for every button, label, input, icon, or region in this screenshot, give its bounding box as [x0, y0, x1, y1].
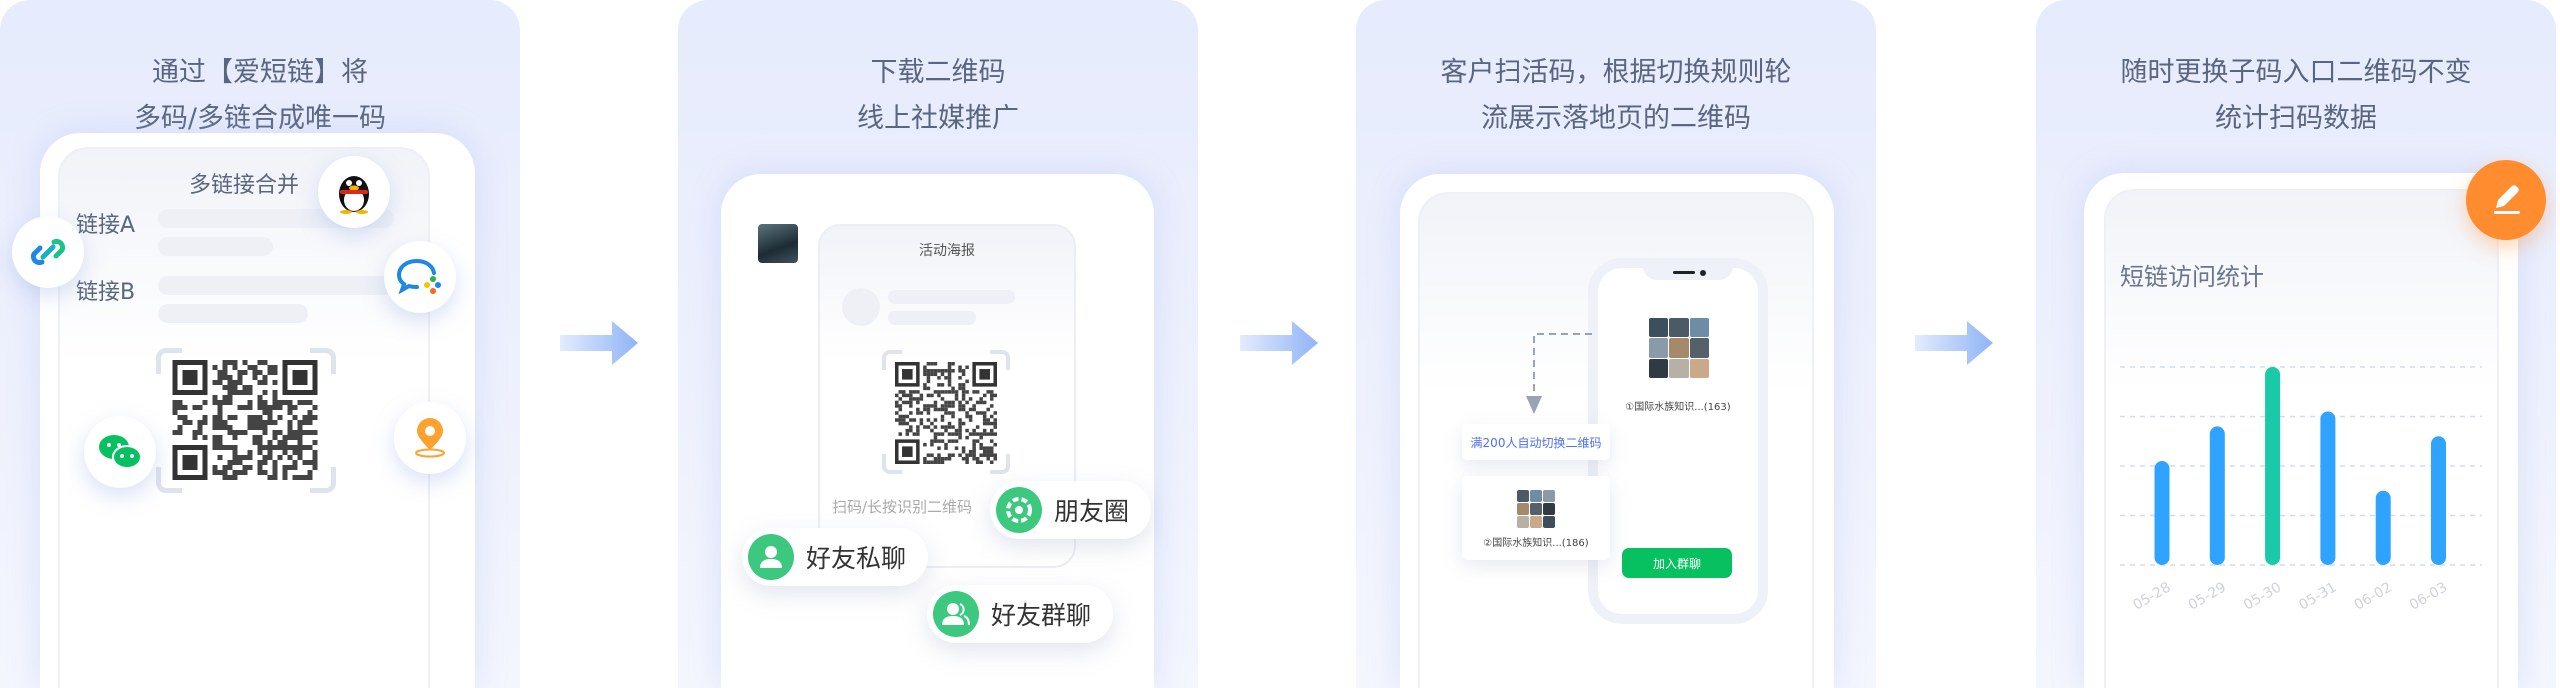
pill-label: 朋友圈 — [1054, 497, 1130, 526]
member-avatar — [1543, 503, 1555, 515]
bar-05-30 — [2265, 367, 2281, 565]
phone-notch — [1643, 266, 1733, 280]
member-avatar — [1689, 358, 1709, 378]
panel-title: 客户扫活码，根据切换规则轮流展示落地页的二维码 — [1440, 57, 1792, 134]
bar-06-03 — [2431, 436, 2446, 565]
pill-label: 好友群聊 — [991, 601, 1092, 630]
switch-rule-label: 满200人自动切换二维码 — [1462, 424, 1610, 460]
panel-rotate: 客户扫活码，根据切换规则轮流展示落地页的二维码 ①国际水族知识...(163) … — [1356, 0, 1876, 688]
panel-download: 下载二维码线上社媒推广 活动海报 扫码/长按识别二维码 朋友圈 好友私聊 好友群… — [678, 0, 1198, 688]
panel-title: 通过【爱短链】将多码/多链合成唯一码 — [133, 57, 387, 134]
member-avatar — [1669, 318, 1689, 338]
member-avatar — [1530, 503, 1542, 515]
member-avatar — [1530, 516, 1542, 528]
member-avatar — [1517, 490, 1529, 502]
phone-mockup: ①国际水族知识...(163) 加入群聊 — [1588, 258, 1768, 624]
bar-chart: 05-28 05-29 05-30 05-31 06-02 06-03 — [2120, 366, 2482, 614]
member-avatar — [1517, 516, 1529, 528]
link-b-label: 链接B — [76, 280, 136, 305]
skeleton-line — [888, 311, 976, 325]
share-private-chat-button[interactable]: 好友私聊 — [742, 528, 929, 586]
member-avatar — [1669, 338, 1689, 358]
wecom-icon — [384, 241, 456, 313]
member-avatar — [1517, 503, 1529, 515]
qr-code — [156, 348, 336, 493]
panel-title: 下载二维码线上社媒推广 — [857, 57, 1019, 134]
link-b-field-2 — [158, 304, 308, 323]
pill-label: 好友私聊 — [806, 544, 907, 573]
member-avatar — [1543, 516, 1555, 528]
member-avatar — [1649, 358, 1669, 378]
bar-05-31 — [2320, 411, 2336, 565]
member-avatar — [1689, 318, 1709, 338]
member-avatar — [1530, 490, 1542, 502]
moments-icon — [996, 487, 1042, 533]
arrow-right-icon — [560, 321, 638, 365]
x-tick-label: 05-29 — [2186, 579, 2229, 613]
bar-06-02 — [2375, 490, 2391, 565]
x-tick-label: 05-31 — [2296, 579, 2339, 613]
group-icon — [933, 591, 979, 637]
location-icon — [394, 402, 466, 474]
poster-title: 活动海报 — [919, 243, 975, 259]
x-tick-label: 05-28 — [2130, 579, 2173, 613]
member-avatar — [1689, 338, 1709, 358]
bar-05-29 — [2209, 426, 2225, 565]
link-a-field-2 — [158, 237, 273, 256]
link-a-label: 链接A — [76, 213, 136, 238]
bar-05-28 — [2154, 461, 2170, 565]
arrow-right-icon — [1915, 321, 1993, 365]
share-group-chat-button[interactable]: 好友群聊 — [927, 585, 1114, 643]
dashed-arrow-icon — [1526, 333, 1592, 414]
panel-merge: 通过【爱短链】将多码/多链合成唯一码 多链接合并 链接A 链接B — [0, 0, 520, 688]
avatar — [758, 224, 798, 263]
x-tick-label: 06-02 — [2352, 579, 2395, 613]
x-tick-label: 06-03 — [2407, 579, 2450, 613]
skeleton-line — [888, 290, 1015, 304]
join-group-button[interactable]: 加入群聊 — [1622, 548, 1732, 578]
edit-button[interactable] — [2466, 160, 2546, 240]
member-avatar — [1669, 358, 1689, 378]
link-icon — [12, 216, 84, 288]
group-name: ②国际水族知识...(186) — [1483, 538, 1589, 549]
qq-icon — [318, 156, 390, 228]
wechat-icon — [84, 416, 156, 488]
group-avatar — [1517, 490, 1555, 528]
share-moments-button[interactable]: 朋友圈 — [990, 481, 1152, 539]
pencil-icon — [2494, 185, 2520, 214]
group-name: ①国际水族知识...(163) — [1625, 402, 1731, 413]
group-avatar — [1649, 318, 1709, 378]
next-group-card: ②国际水族知识...(186) — [1462, 476, 1610, 560]
member-avatar — [1649, 318, 1669, 338]
member-avatar — [1543, 490, 1555, 502]
stats-card: 短链访问统计 — [2104, 189, 2499, 688]
user-icon — [748, 534, 794, 580]
member-avatar — [1649, 338, 1669, 358]
card-title: 多链接合并 — [188, 173, 299, 198]
qr-code — [882, 350, 1010, 474]
skeleton-avatar — [842, 288, 880, 326]
link-b-field[interactable] — [158, 276, 394, 295]
chart-title: 短链访问统计 — [2120, 263, 2264, 291]
x-tick-label: 05-30 — [2241, 579, 2284, 613]
scan-hint: 扫码/长按识别二维码 — [832, 498, 973, 516]
arrow-right-icon — [1240, 321, 1318, 365]
panel-title: 随时更换子码入口二维码不变统计扫码数据 — [2120, 57, 2472, 134]
